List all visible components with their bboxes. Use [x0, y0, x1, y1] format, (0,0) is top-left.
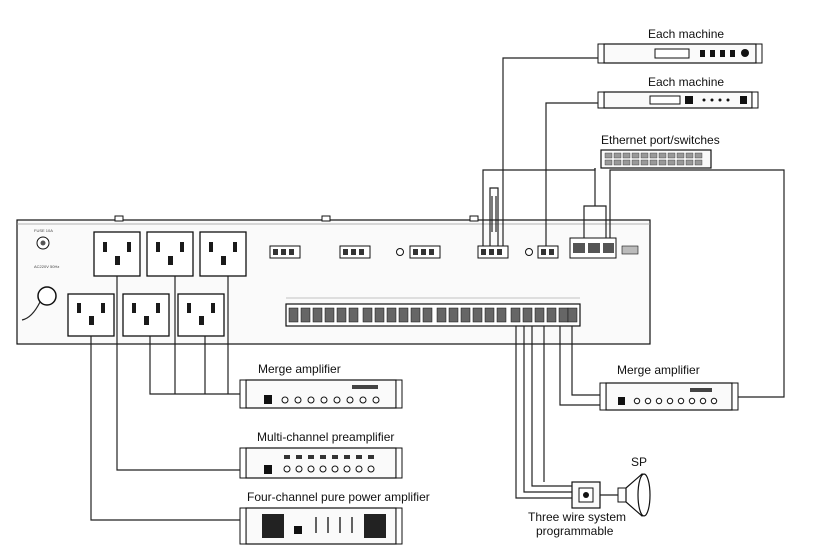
label-ethernet: Ethernet port/switches	[601, 133, 720, 147]
terminal-strip	[285, 297, 581, 327]
outlet-row-top	[93, 231, 247, 277]
svg-text:FUSE 10A: FUSE 10A	[34, 228, 53, 233]
label-merge-amp-left: Merge amplifier	[258, 362, 341, 376]
terminal-blocks-top	[269, 237, 639, 259]
each-machine-1: Each machine	[597, 27, 763, 64]
svg-text:AC220V 50Hz: AC220V 50Hz	[34, 264, 59, 269]
merge-amplifier-left: Merge amplifier	[239, 362, 403, 409]
label-four-ch-amp: Four-channel pure power amplifier	[247, 490, 430, 504]
label-three-wire-2: programmable	[536, 524, 614, 538]
label-three-wire-1: Three wire system	[528, 510, 626, 524]
ethernet-switch: Ethernet port/switches	[600, 133, 720, 169]
speaker: SP	[617, 455, 651, 517]
label-each-machine-2: Each machine	[648, 75, 724, 89]
label-sp: SP	[631, 455, 647, 469]
merge-amplifier-right: Merge amplifier	[599, 363, 739, 411]
four-channel-power-amplifier: Four-channel pure power amplifier	[239, 490, 430, 545]
label-each-machine-1: Each machine	[648, 27, 724, 41]
outlet-row-bottom	[67, 293, 225, 337]
multi-channel-preamplifier: Multi-channel preamplifier	[239, 430, 403, 479]
three-wire-box: Three wire system programmable	[528, 481, 626, 538]
each-machine-2: Each machine	[597, 75, 759, 109]
wires	[90, 57, 785, 521]
label-merge-amp-right: Merge amplifier	[617, 363, 700, 377]
power-inlet	[37, 286, 57, 306]
label-multi-preamp: Multi-channel preamplifier	[257, 430, 394, 444]
main-controller: FUSE 10A AC220V 50Hz	[16, 215, 651, 345]
